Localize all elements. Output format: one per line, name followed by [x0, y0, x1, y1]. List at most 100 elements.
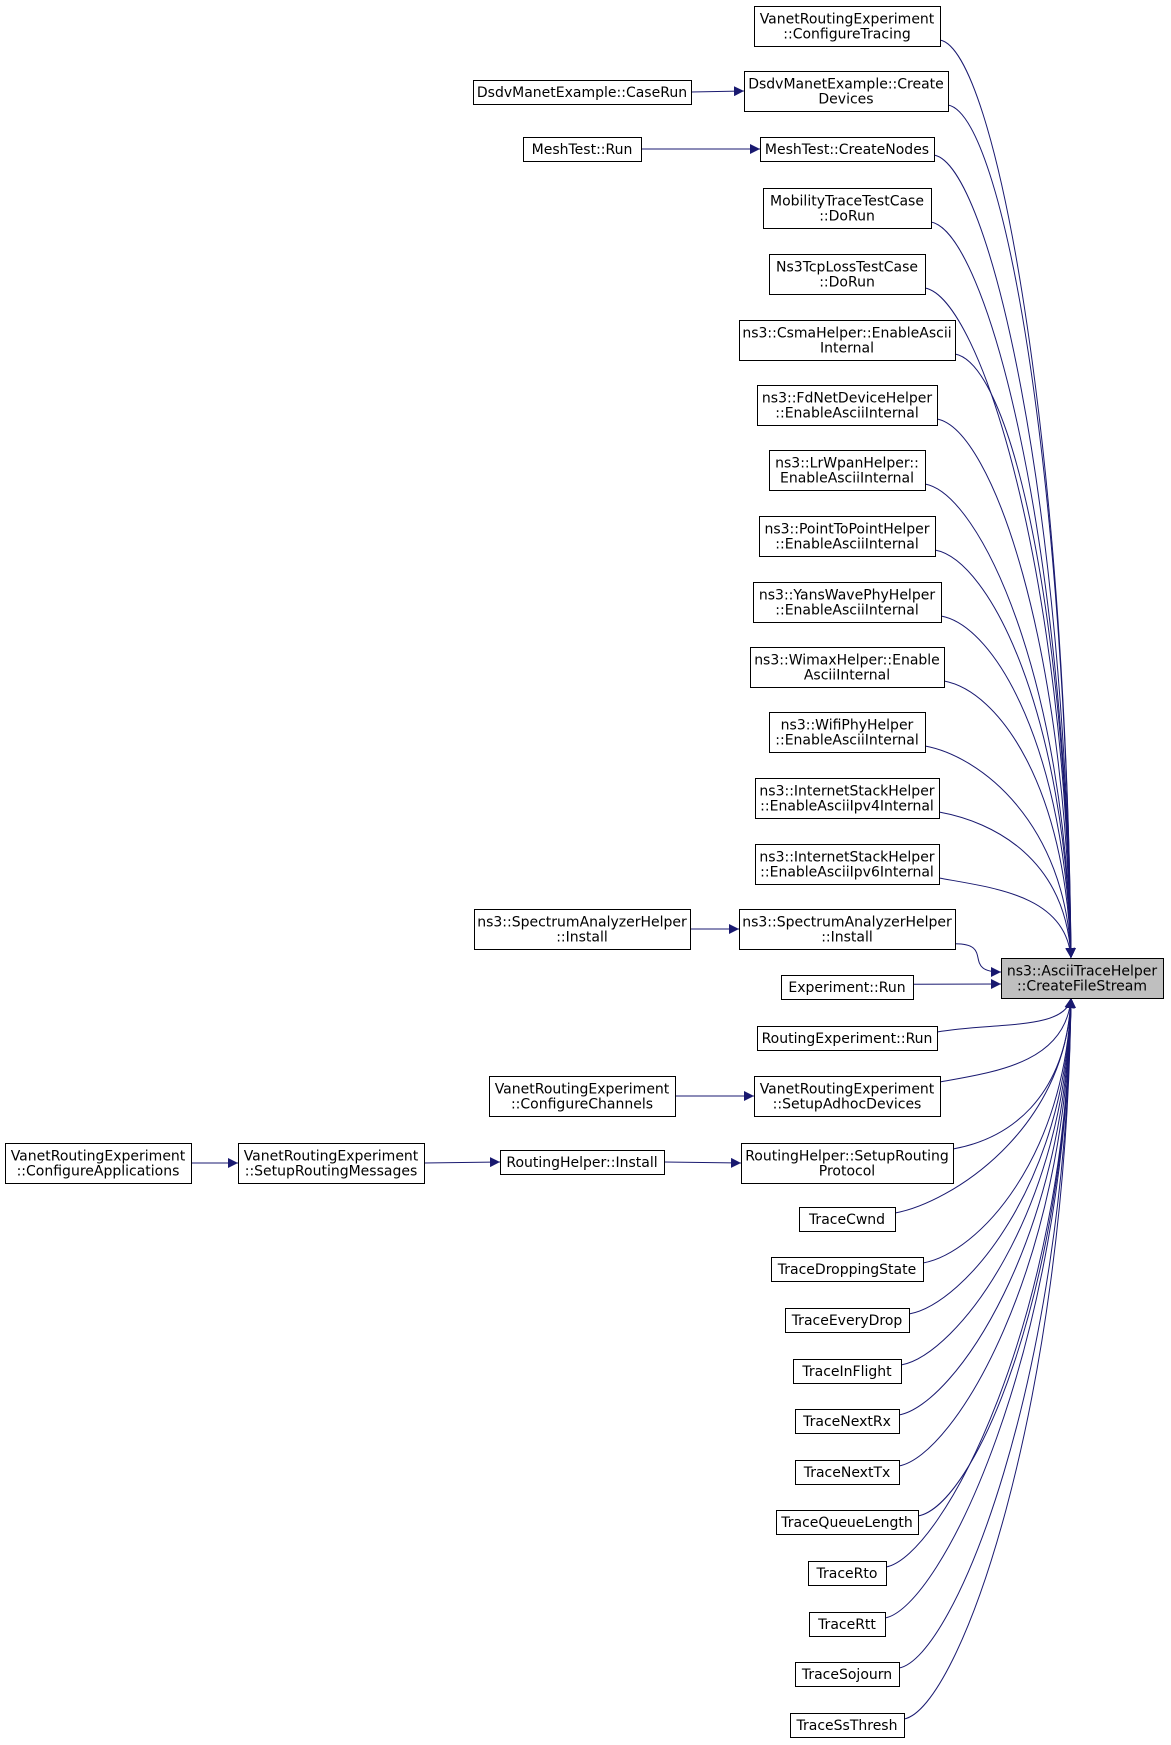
node-box	[795, 1662, 900, 1687]
node-label-line: ns3::SpectrumAnalyzerHelper	[477, 915, 687, 931]
graph-node[interactable]: TraceSsThresh	[790, 1713, 905, 1738]
node-box	[790, 1713, 905, 1738]
node-label-line: ::EnableAsciiIpv4Internal	[760, 799, 934, 815]
graph-node[interactable]: TraceNextRx	[795, 1409, 900, 1434]
graph-node[interactable]: MobilityTraceTestCase::DoRun	[763, 188, 932, 229]
graph-node[interactable]: TraceRtt	[809, 1612, 886, 1637]
node-label-line: TraceNextTx	[803, 1465, 891, 1481]
graph-node[interactable]: ns3::PointToPointHelper::EnableAsciiInte…	[759, 516, 936, 557]
call-edge	[885, 997, 1076, 1568]
graph-node[interactable]: Ns3TcpLossTestCase::DoRun	[769, 254, 926, 295]
graph-node[interactable]: TraceNextTx	[795, 1460, 900, 1485]
node-label-line: DsdvManetExample::CaseRun	[477, 85, 687, 101]
call-edge	[936, 997, 1075, 1033]
call-edge	[898, 997, 1076, 1467]
graph-node[interactable]: TraceRto	[808, 1561, 887, 1586]
node-box	[500, 1150, 665, 1175]
node-box	[1001, 958, 1164, 999]
graph-node[interactable]: VanetRoutingExperiment::ConfigureApplica…	[5, 1143, 192, 1184]
graph-node[interactable]: MeshTest::Run	[523, 137, 642, 162]
node-box	[785, 1308, 910, 1333]
graph-node[interactable]: ns3::CsmaHelper::EnableAsciiInternal	[739, 320, 956, 361]
graph-node[interactable]: ns3::SpectrumAnalyzerHelper::Install	[739, 909, 956, 950]
node-box	[795, 1409, 900, 1434]
node-label-line: TraceCwnd	[808, 1212, 885, 1228]
node-label-line: VanetRoutingExperiment	[244, 1149, 419, 1165]
node-label-line: Ns3TcpLossTestCase	[776, 260, 918, 276]
node-box	[739, 909, 956, 950]
call-edge	[954, 943, 1002, 977]
node-label-line: ::Install	[556, 930, 608, 946]
call-edge	[884, 997, 1076, 1619]
call-edge	[939, 997, 1076, 1083]
call-edge	[938, 877, 1076, 959]
graph-node[interactable]: ns3::InternetStackHelper::EnableAsciiIpv…	[755, 778, 940, 819]
graph-node[interactable]: TraceQueueLength	[776, 1510, 919, 1535]
node-label-line: ::ConfigureTracing	[783, 27, 910, 43]
graph-node[interactable]: ns3::SpectrumAnalyzerHelper::Install	[474, 909, 691, 950]
call-edge	[894, 997, 1076, 1214]
node-box	[781, 975, 914, 1000]
node-label-line: ns3::WifiPhyHelper	[781, 718, 914, 734]
node-box	[739, 320, 956, 361]
graph-node[interactable]: TraceDroppingState	[771, 1257, 924, 1282]
call-edge	[936, 418, 1076, 959]
graph-node[interactable]: MeshTest::CreateNodes	[760, 137, 935, 162]
graph-node[interactable]: ns3::FdNetDeviceHelper::EnableAsciiInter…	[757, 385, 938, 426]
nodes: ns3::AsciiTraceHelper::CreateFileStreamV…	[5, 6, 1164, 1738]
call-edge	[924, 287, 1076, 959]
node-label-line: VanetRoutingExperiment	[760, 12, 935, 28]
node-label-line: ::ConfigureChannels	[511, 1097, 653, 1113]
node-box	[238, 1143, 425, 1184]
graph-node[interactable]: RoutingExperiment::Run	[757, 1026, 938, 1051]
node-label-line: AsciiInternal	[804, 668, 890, 684]
graph-node[interactable]: VanetRoutingExperiment::ConfigureChannel…	[489, 1076, 676, 1117]
graph-node[interactable]: ns3::WimaxHelper::EnableAsciiInternal	[750, 647, 945, 688]
node-label-line: Devices	[818, 92, 873, 108]
node-label-line: ::Install	[821, 930, 873, 946]
graph-node[interactable]: DsdvManetExample::CaseRun	[473, 80, 692, 105]
graph-node[interactable]: Experiment::Run	[781, 975, 914, 1000]
node-label-line: ns3::InternetStackHelper	[759, 784, 934, 800]
node-label-line: VanetRoutingExperiment	[495, 1082, 670, 1098]
graph-node[interactable]: VanetRoutingExperiment::ConfigureTracing	[754, 6, 941, 47]
node-label-line: ns3::AsciiTraceHelper	[1007, 964, 1158, 980]
graph-node[interactable]: ns3::WifiPhyHelper::EnableAsciiInternal	[769, 712, 926, 753]
node-label-line: ::EnableAsciiInternal	[775, 537, 918, 553]
graph-node[interactable]: RoutingHelper::Install	[500, 1150, 665, 1175]
call-edge	[933, 154, 1076, 959]
node-label-line: ::EnableAsciiIpv6Internal	[760, 865, 934, 881]
node-box	[754, 6, 941, 47]
node-label-line: TraceNextRx	[802, 1414, 891, 1430]
node-box	[769, 450, 926, 491]
node-label-line: ns3::PointToPointHelper	[764, 522, 929, 538]
graph-node[interactable]: TraceEveryDrop	[785, 1308, 910, 1333]
node-label-line: TraceRto	[816, 1566, 878, 1582]
node-label-line: ns3::LrWpanHelper::	[775, 456, 919, 472]
call-edge	[940, 615, 1076, 959]
node-box	[474, 909, 691, 950]
call-edge	[939, 39, 1076, 959]
graph-node[interactable]: ns3::YansWavePhyHelper::EnableAsciiInter…	[753, 582, 942, 623]
graph-node[interactable]: TraceCwnd	[799, 1207, 896, 1232]
graph-node[interactable]: TraceSojourn	[795, 1662, 900, 1687]
graph-node[interactable]: VanetRoutingExperiment::SetupAdhocDevice…	[754, 1076, 941, 1117]
graph-node[interactable]: VanetRoutingExperiment::SetupRoutingMess…	[238, 1143, 425, 1184]
node-box	[755, 778, 940, 819]
call-edge	[934, 549, 1076, 959]
call-edge	[930, 221, 1076, 959]
node-box	[769, 712, 926, 753]
node-box	[760, 137, 935, 162]
graph-node[interactable]: ns3::InternetStackHelper::EnableAsciiIpv…	[755, 844, 940, 885]
node-label-line: TraceSsThresh	[796, 1718, 898, 1734]
graph-node[interactable]: ns3::LrWpanHelper::EnableAsciiInternal	[769, 450, 926, 491]
graph-node[interactable]: TraceInFlight	[793, 1359, 902, 1384]
node-label-line: ns3::SpectrumAnalyzerHelper	[742, 915, 952, 931]
node-label-line: Protocol	[819, 1164, 875, 1180]
node-box	[759, 516, 936, 557]
node-box	[776, 1510, 919, 1535]
node-label-line: TraceEveryDrop	[791, 1313, 903, 1329]
node-label-line: TraceQueueLength	[780, 1515, 912, 1531]
